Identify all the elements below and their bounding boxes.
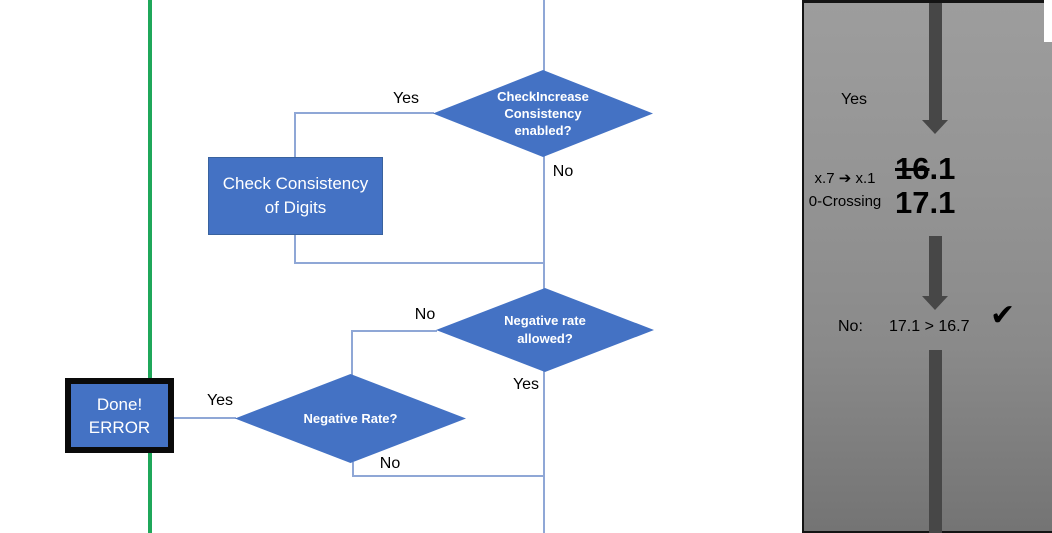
process-check-consistency-of-digits: Check Consistency of Digits <box>208 157 383 235</box>
connector-yes-top-vertical <box>294 112 296 158</box>
connector-no-bottom-horizontal <box>352 475 545 477</box>
connector-process-out-vertical <box>294 235 296 264</box>
label-yes-top: Yes <box>392 90 420 107</box>
panel-values: 16.1 17.1 <box>895 152 955 220</box>
label-yes-mid: Yes <box>512 376 540 393</box>
decision-negative-rate-label: Negative Rate? <box>303 411 398 426</box>
connector-yes-top-horizontal <box>294 112 434 114</box>
label-no-top: No <box>552 163 574 180</box>
label-yes-bottom: Yes <box>206 392 234 409</box>
connector-no-mid-vertical <box>351 330 353 375</box>
connector-no-bottom-vertical <box>352 462 354 477</box>
panel-yes-label: Yes <box>840 91 868 108</box>
terminal-done-error: Done! ERROR <box>65 378 174 453</box>
down-arrow-2-shaft <box>929 236 942 296</box>
panel-comparison: 17.1 > 16.7 <box>889 318 970 335</box>
panel-rule-text: x.7 ➔ x.1 0-Crossing <box>808 170 882 210</box>
decision-negative-rate-allowed-label: Negative rate allowed? <box>504 313 586 346</box>
panel-old-value-rest: .1 <box>929 151 956 186</box>
label-no-mid: No <box>414 306 436 323</box>
label-no-bottom: No <box>379 455 401 472</box>
decision-negative-rate-allowed: Negative rate allowed? <box>436 288 654 372</box>
connector-no-mid-horizontal <box>351 330 437 332</box>
down-arrow-2-head-icon <box>922 296 948 310</box>
panel-old-value-struck: 16 <box>895 151 930 186</box>
panel-old-value: 16.1 <box>895 152 955 186</box>
panel-corner-notch <box>1044 0 1052 42</box>
panel-new-value: 17.1 <box>895 185 956 220</box>
down-arrow-3-shaft <box>929 350 942 533</box>
terminal-label: Done! ERROR <box>88 394 151 437</box>
decision-checkincrease-consistency: CheckIncrease Consistency enabled? <box>433 70 653 157</box>
process-label: Check Consistency of Digits <box>222 174 369 217</box>
down-arrow-1-head-icon <box>922 120 948 134</box>
green-vertical-line <box>148 0 152 533</box>
panel-no-label: No: <box>838 318 863 335</box>
decision-checkincrease-label: CheckIncrease Consistency enabled? <box>497 89 589 138</box>
connector-process-out-horizontal <box>294 262 545 264</box>
connector-terminal-horizontal <box>173 417 236 419</box>
connector-main-vertical <box>543 0 545 533</box>
check-mark-icon: ✔ <box>990 299 1016 332</box>
down-arrow-1-shaft <box>929 3 942 120</box>
decision-negative-rate: Negative Rate? <box>235 374 466 463</box>
gray-annotation-panel <box>802 0 1052 533</box>
